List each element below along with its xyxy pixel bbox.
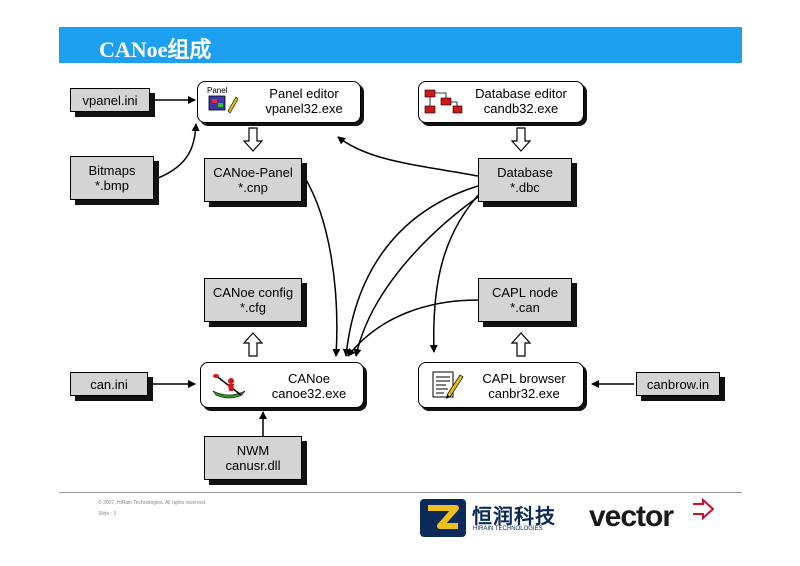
- title-bar: CANoe组成: [59, 27, 742, 63]
- database-name: Database: [497, 165, 553, 180]
- nwm-name: NWM: [236, 443, 270, 458]
- nwm-file: canusr.dll: [225, 458, 281, 473]
- hirain-logo-text-en: HIRAIN TECHNOLOGIES: [473, 526, 543, 532]
- hirain-logo-icon: [420, 499, 466, 537]
- footer-divider: [59, 492, 742, 493]
- block-arrow-editor-to-panel: [242, 127, 264, 152]
- capl-browser-icon: [431, 369, 465, 401]
- bitmaps-ext: *.bmp: [95, 178, 129, 193]
- bitmaps-name: Bitmaps: [88, 163, 136, 178]
- capl-node-ext: *.can: [510, 300, 540, 315]
- canoe-name: CANoe: [288, 371, 330, 386]
- canoe-box: CANoe canoe32.exe: [200, 362, 364, 408]
- panel-icon: Panel: [206, 85, 239, 119]
- panel-icon-label: Panel: [207, 86, 228, 95]
- nwm-box: NWM canusr.dll: [204, 436, 302, 480]
- panel-editor-exe: vpanel32.exe: [265, 101, 343, 116]
- page-title: CANoe组成: [99, 37, 212, 62]
- database-editor-name: Database editor: [475, 86, 567, 101]
- canoe-panel-ext: *.cnp: [238, 180, 268, 195]
- bitmaps-box: Bitmaps *.bmp: [70, 156, 154, 200]
- arrow-database-to-editor: [337, 136, 479, 177]
- capl-browser-text: CAPL browser canbr32.exe: [469, 371, 579, 401]
- arrow-database-to-canoe-2: [353, 191, 486, 357]
- database-box: Database *.dbc: [478, 158, 572, 202]
- canoe-icon: [211, 369, 247, 401]
- database-editor-box: Database editor candb32.exe: [418, 81, 584, 123]
- canoe-exe: canoe32.exe: [271, 386, 347, 401]
- canoe-text: CANoe canoe32.exe: [257, 371, 361, 401]
- arrow-database-to-capl-browser: [429, 189, 484, 353]
- capl-browser-name: CAPL browser: [482, 371, 566, 386]
- canoe-config-box: CANoe config *.cfg: [204, 278, 302, 322]
- vpanel-ini-label: vpanel.ini: [82, 92, 138, 108]
- block-arrow-browser-to-capl-node: [510, 332, 532, 357]
- can-ini-label: can.ini: [90, 376, 128, 392]
- vector-logo-text: vector: [589, 500, 674, 533]
- capl-node-box: CAPL node *.can: [478, 278, 572, 322]
- canoe-config-ext: *.cfg: [239, 300, 266, 315]
- arrow-database-to-canoe-1: [342, 185, 479, 357]
- arrow-bitmaps-to-editor: [157, 123, 200, 179]
- panel-editor-box: Panel Panel editor vpanel32.exe: [197, 81, 361, 123]
- canbrow-ini-label: canbrow.in: [646, 376, 710, 392]
- block-arrow-canoe-to-config: [242, 332, 264, 357]
- canoe-config-name: CANoe config: [212, 285, 294, 300]
- panel-editor-name: Panel editor: [269, 86, 339, 101]
- database-editor-exe: candb32.exe: [483, 101, 559, 116]
- database-editor-icon: [423, 88, 463, 116]
- capl-node-name: CAPL node: [491, 285, 558, 300]
- canbrow-ini-box: canbrow.in: [636, 372, 720, 396]
- can-ini-box: can.ini: [70, 372, 148, 396]
- capl-browser-box: CAPL browser canbr32.exe: [418, 362, 584, 408]
- canoe-panel-name: CANoe-Panel: [213, 165, 293, 180]
- vector-logo-arrow-icon: [691, 497, 715, 521]
- block-arrow-dbeditor-to-database: [510, 127, 532, 152]
- database-editor-text: Database editor candb32.exe: [463, 86, 579, 116]
- database-ext: *.dbc: [510, 180, 540, 195]
- footer-slide-number: Slide : 3: [98, 511, 117, 517]
- canoe-panel-box: CANoe-Panel *.cnp: [204, 158, 302, 202]
- hirain-logo-text-cn: 恒润科技: [472, 506, 556, 528]
- footer-copyright: © 2007, HiRain Technologies. All rights …: [98, 500, 207, 506]
- capl-browser-exe: canbr32.exe: [488, 386, 560, 401]
- vpanel-ini-box: vpanel.ini: [70, 88, 150, 112]
- panel-editor-text: Panel editor vpanel32.exe: [250, 86, 358, 116]
- arrow-capl-node-to-canoe: [347, 299, 479, 357]
- arrow-panel-to-canoe: [304, 177, 341, 357]
